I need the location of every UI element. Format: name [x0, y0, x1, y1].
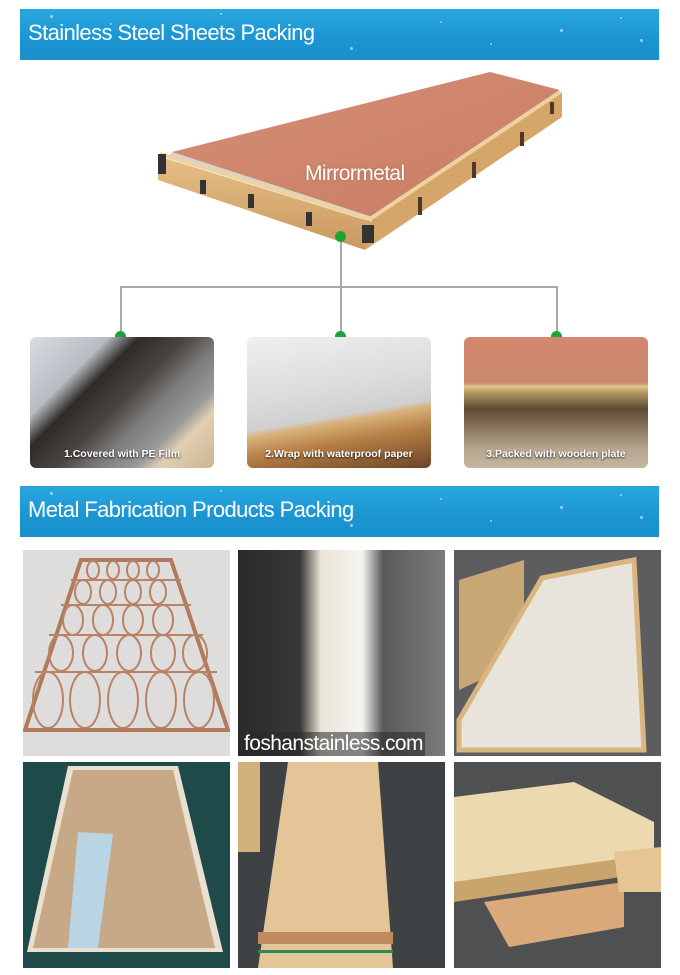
closed-crate-illustration	[238, 762, 445, 968]
hero-label: Mirrormetal	[305, 162, 405, 185]
gallery-photo-foam-boards: foshanstainless.com	[238, 550, 445, 756]
section-banner-fabrication: Metal Fabrication Products Packing	[20, 486, 659, 537]
connector-right-vertical	[556, 286, 558, 332]
kraft-panel-illustration	[23, 762, 230, 968]
gallery-photo-kraft-wrapped-panel	[23, 762, 230, 968]
connector-dot-hero	[335, 231, 346, 242]
step-thumbnail-waterproof-paper: 2.Wrap with waterproof paper	[247, 337, 431, 468]
step-caption: 3.Packed with wooden plate	[486, 448, 626, 460]
step-thumbnail-pe-film: 1.Covered with PE Film	[30, 337, 214, 468]
step-caption: 2.Wrap with waterproof paper	[265, 448, 413, 460]
connector-left-vertical	[120, 286, 122, 332]
gallery-photo-wooden-crate	[238, 762, 445, 968]
connector-dot-step2	[335, 331, 346, 342]
connector-dot-step3	[551, 331, 562, 342]
step-caption: 1.Covered with PE Film	[63, 448, 181, 460]
section-title: Stainless Steel Sheets Packing	[28, 20, 315, 45]
section-banner-sheets: Stainless Steel Sheets Packing	[20, 9, 659, 60]
wrapped-crate-illustration	[454, 550, 661, 756]
hero-crate-image: Mirrormetal	[150, 62, 570, 262]
stacked-crates-illustration	[454, 762, 661, 968]
step-thumbnail-wooden-plate: 3.Packed with wooden plate	[464, 337, 648, 468]
wooden-crate-illustration	[158, 72, 562, 250]
connector-main-vertical	[340, 237, 342, 332]
gallery-photo-wrapped-crate	[454, 550, 661, 756]
gallery-photo-oval-screen	[23, 550, 230, 756]
gallery-photo-stacked-crates	[454, 762, 661, 968]
connector-horizontal	[120, 286, 557, 288]
watermark-text: foshanstainless.com	[242, 732, 425, 756]
section-title: Metal Fabrication Products Packing	[28, 497, 354, 522]
oval-screen-illustration	[23, 550, 230, 756]
connector-dot-step1	[115, 331, 126, 342]
